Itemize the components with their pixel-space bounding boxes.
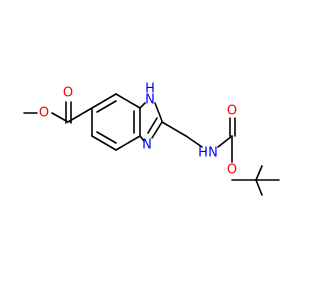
atom-labels: O O H N N H N O O	[39, 82, 237, 178]
ester-o-single-label: O	[39, 106, 49, 121]
ester-o-double-label: O	[63, 86, 73, 101]
carbamate-o-single-label: O	[227, 163, 237, 178]
bond-c7a-n1	[139, 102, 146, 109]
bond-c2-n3-inner	[147, 117, 158, 134]
bond-ring-5	[91, 135, 117, 151]
bond-ring-5-inner	[96, 131, 117, 144]
bond-ring-2	[115, 93, 141, 109]
bond-n3-c3a	[139, 135, 145, 142]
bond-ch2-nh	[185, 135, 203, 148]
bond-ring-1-inner	[96, 100, 117, 113]
molecule-structure: O O H N N H N O O	[23, 82, 280, 196]
bond-ring-4	[115, 135, 141, 151]
carbamate-n-label: N	[208, 146, 218, 161]
bond-carbonyl-ring	[67, 107, 93, 123]
bond-tbu-up	[255, 165, 263, 181]
bonds	[23, 93, 280, 196]
ring-nh-n-label: N	[145, 93, 155, 108]
bond-c2-n3	[151, 121, 163, 139]
bond-tbu-down	[255, 179, 263, 196]
bond-c2-ch2	[161, 121, 187, 137]
bond-ring-1	[91, 93, 117, 109]
ring-nh-h-label: H	[145, 82, 155, 97]
carbamate-o-double-label: O	[227, 104, 237, 119]
carbamate-nh-h-label: H	[198, 146, 208, 161]
ring-n-label: N	[142, 138, 152, 153]
bond-n1-c2	[154, 102, 163, 122]
bond-nh-carbonyl	[217, 135, 233, 148]
